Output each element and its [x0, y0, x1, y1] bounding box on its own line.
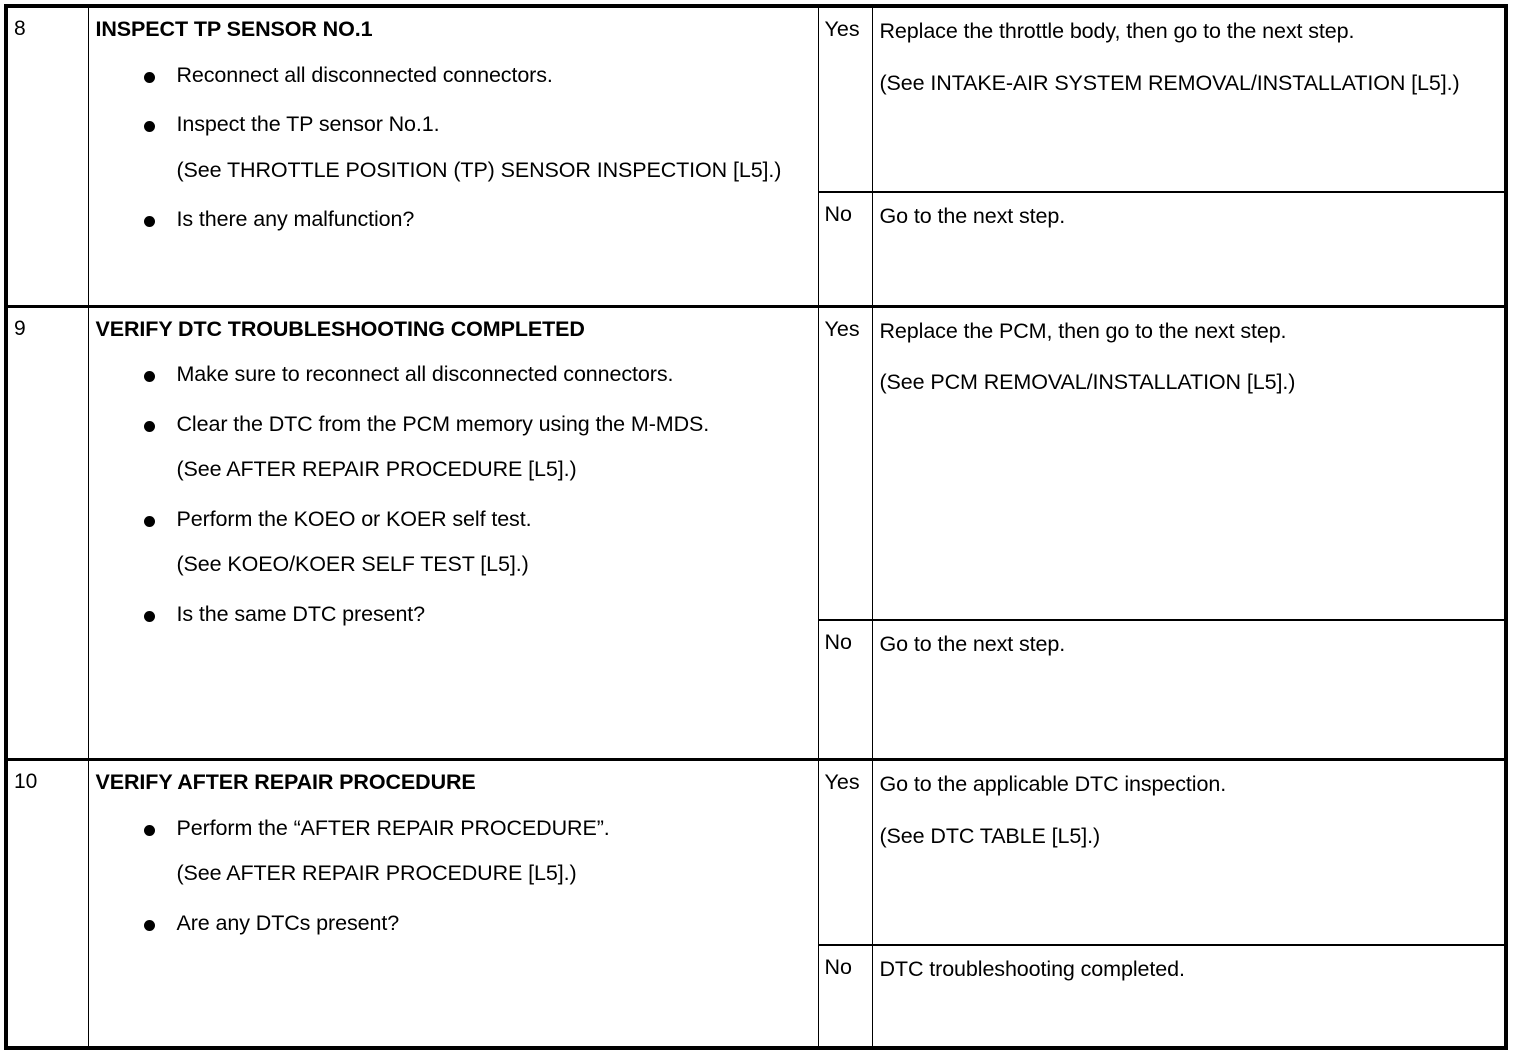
answer-label-yes: Yes — [824, 316, 860, 341]
list-item: Make sure to reconnect all disconnected … — [96, 361, 808, 389]
list-item: Is there any malfunction? — [96, 206, 808, 234]
table-row: No Go to the next step. — [6, 618, 1507, 761]
answer-label-yes: Yes — [824, 770, 860, 795]
step-number: 8 — [14, 17, 26, 40]
answer-label-cell-no: No — [817, 944, 873, 1048]
action-line: Go to the next step. — [879, 204, 1066, 229]
cell-spacer — [880, 874, 1497, 936]
action-line: Replace the PCM, then go to the next ste… — [879, 318, 1287, 343]
action-cell-no: Go to the next step. — [871, 191, 1507, 307]
step-number-cell: 10 — [5, 758, 89, 1049]
action-line-reference: (See DTC TABLE [L5].) — [879, 823, 1101, 848]
list-item-note: (See AFTER REPAIR PROCEDURE [L5].) — [176, 861, 577, 886]
action-line: Replace the throttle body, then go to th… — [879, 19, 1355, 43]
cell-spacer — [880, 682, 1497, 750]
step-body: VERIFY AFTER REPAIR PROCEDURE Perform th… — [89, 761, 818, 943]
list-item: Is the same DTC present? — [96, 601, 808, 629]
answer-label-no: No — [824, 955, 852, 980]
step-body: VERIFY DTC TROUBLESHOOTING COMPLETED Mak… — [89, 308, 818, 635]
list-item: Reconnect all disconnected connectors. — [96, 62, 808, 90]
step-heading: VERIFY DTC TROUBLESHOOTING COMPLETED — [95, 316, 585, 341]
action-line-reference: (See PCM REMOVAL/INSTALLATION [L5].) — [879, 370, 1296, 395]
step-number: 10 — [14, 770, 38, 794]
table-body: 8 INSPECT TP SENSOR NO.1 Reconnect all d… — [5, 6, 1507, 1049]
list-item-note: (See AFTER REPAIR PROCEDURE [L5].) — [176, 457, 577, 482]
cell-spacer — [880, 421, 1497, 611]
step-body-cell: VERIFY AFTER REPAIR PROCEDURE Perform th… — [87, 758, 819, 1049]
step-bullet-list: Make sure to reconnect all disconnected … — [96, 361, 808, 628]
action-text-no: Go to the next step. — [873, 621, 1505, 759]
answer-label-yes: Yes — [824, 17, 860, 41]
answer-label-cell-yes: Yes — [817, 758, 873, 946]
step-body-cell: INSPECT TP SENSOR NO.1 Reconnect all dis… — [87, 6, 819, 307]
step-heading: VERIFY AFTER REPAIR PROCEDURE — [95, 770, 476, 795]
list-item: Clear the DTC from the PCM memory using … — [96, 411, 808, 439]
troubleshooting-sheet: 8 INSPECT TP SENSOR NO.1 Reconnect all d… — [4, 4, 1508, 1050]
list-item: Perform the KOEO or KOER self test. — [96, 506, 808, 534]
answer-label-cell-no: No — [817, 618, 873, 761]
step-number-cell: 9 — [5, 304, 89, 761]
action-line-reference: (See INTAKE-AIR SYSTEM REMOVAL/INSTALLAT… — [879, 70, 1460, 95]
cell-spacer — [880, 255, 1497, 297]
step-bullet-list: Reconnect all disconnected connectors. I… — [96, 62, 808, 234]
action-text-yes: Go to the applicable DTC inspection. (Se… — [873, 761, 1505, 944]
action-text-yes: Replace the PCM, then go to the next ste… — [873, 308, 1505, 619]
action-cell-yes: Go to the applicable DTC inspection. (Se… — [871, 758, 1507, 946]
action-line: DTC troubleshooting completed. — [879, 957, 1185, 982]
step-number-cell: 8 — [5, 6, 89, 307]
step-heading: INSPECT TP SENSOR NO.1 — [95, 17, 373, 41]
step-bullet-list: Perform the “AFTER REPAIR PROCEDURE”. (S… — [96, 815, 808, 938]
answer-label-cell-no: No — [817, 191, 873, 307]
troubleshooting-table: 8 INSPECT TP SENSOR NO.1 Reconnect all d… — [4, 4, 1508, 1050]
step-body-cell: VERIFY DTC TROUBLESHOOTING COMPLETED Mak… — [87, 304, 819, 761]
action-text-no: DTC troubleshooting completed. — [873, 946, 1505, 1046]
answer-label-cell-yes: Yes — [817, 6, 873, 193]
step-body: INSPECT TP SENSOR NO.1 Reconnect all dis… — [89, 8, 818, 240]
cell-spacer — [880, 121, 1497, 183]
action-cell-yes: Replace the PCM, then go to the next ste… — [871, 304, 1507, 621]
cell-spacer — [880, 1008, 1497, 1038]
table-row: No Go to the next step. — [6, 191, 1507, 307]
action-line: Go to the next step. — [879, 631, 1066, 656]
list-item: Are any DTCs present? — [96, 910, 808, 938]
answer-label-no: No — [824, 629, 852, 654]
action-cell-no: Go to the next step. — [871, 618, 1507, 761]
table-row: 8 INSPECT TP SENSOR NO.1 Reconnect all d… — [5, 6, 1507, 307]
action-cell-no: DTC troubleshooting completed. — [871, 944, 1507, 1048]
step-number: 9 — [14, 316, 26, 340]
table-row: 10 VERIFY AFTER REPAIR PROCEDURE Perform… — [5, 758, 1507, 1049]
list-item-note: (See THROTTLE POSITION (TP) SENSOR INSPE… — [176, 157, 782, 182]
answer-label-no: No — [824, 202, 852, 227]
action-text-yes: Replace the throttle body, then go to th… — [873, 8, 1505, 191]
answer-label-cell-yes: Yes — [817, 304, 873, 621]
list-item: Inspect the TP sensor No.1. — [96, 111, 808, 139]
action-cell-yes: Replace the throttle body, then go to th… — [871, 6, 1507, 193]
list-item-note: (See KOEO/KOER SELF TEST [L5].) — [176, 552, 529, 577]
list-item: Perform the “AFTER REPAIR PROCEDURE”. — [96, 815, 808, 843]
action-line: Go to the applicable DTC inspection. — [879, 772, 1227, 797]
table-row: 9 VERIFY DTC TROUBLESHOOTING COMPLETED M… — [5, 304, 1507, 761]
action-text-no: Go to the next step. — [873, 193, 1505, 305]
